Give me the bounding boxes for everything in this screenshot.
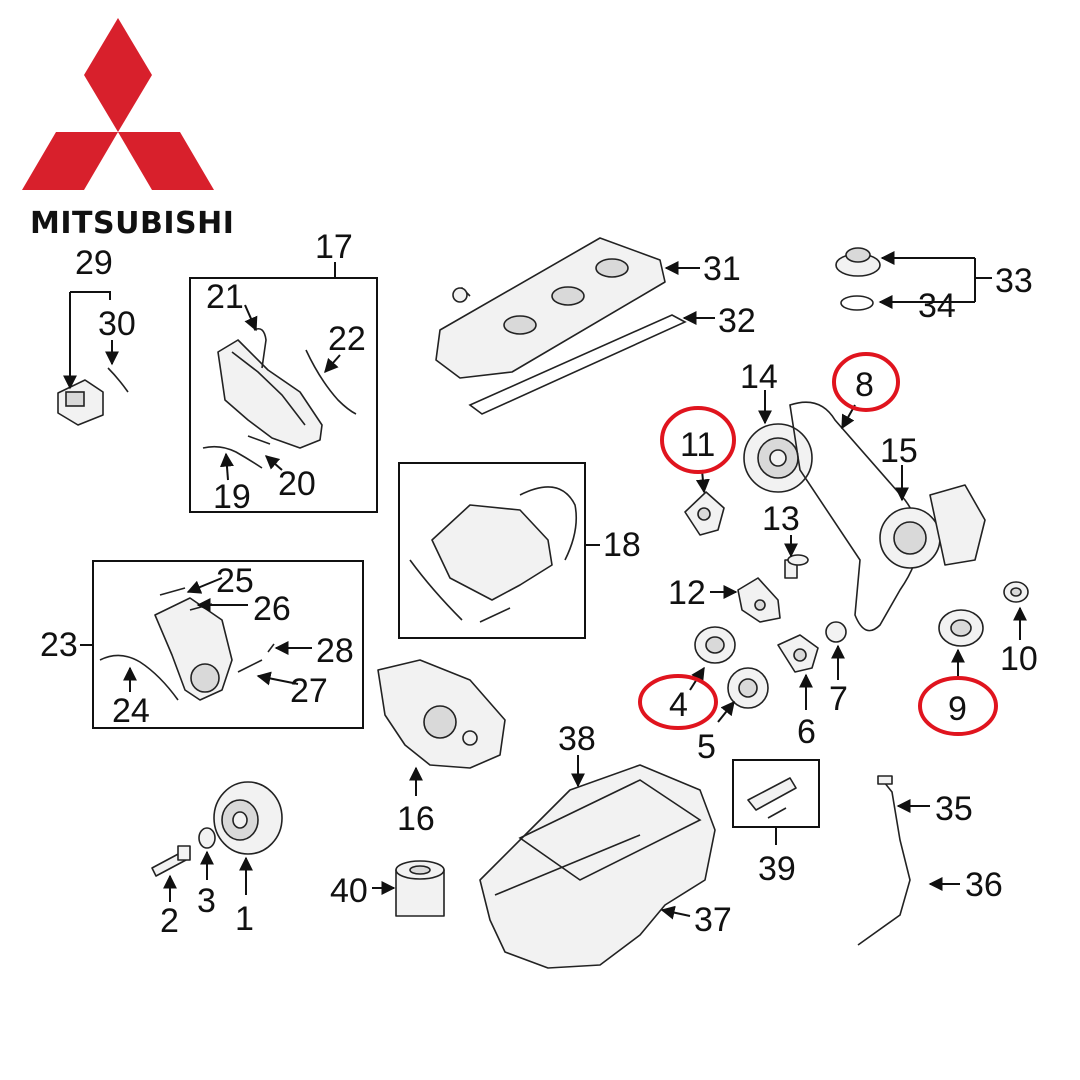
callout-40: 40 [330, 872, 368, 910]
sprocket-part-5 [727, 667, 769, 709]
highlight-circles [638, 352, 998, 736]
callout-18: 18 [603, 526, 641, 564]
callout-4: 4 [669, 686, 688, 724]
callout-38: 38 [558, 720, 596, 758]
callout-25: 25 [216, 562, 254, 600]
callout-10: 10 [1000, 640, 1038, 678]
callout-24: 24 [112, 692, 150, 730]
callout-22: 22 [328, 320, 366, 358]
callout-19: 19 [213, 478, 251, 516]
leader-lines [63, 251, 1027, 920]
hose-part-30 [107, 367, 129, 393]
callout-1: 1 [235, 900, 254, 938]
callout-33: 33 [995, 262, 1033, 300]
callout-17: 17 [315, 228, 353, 266]
callout-31: 31 [703, 250, 741, 288]
mitsubishi-logo: MITSUBISHI [22, 18, 234, 241]
callout-26: 26 [253, 590, 291, 628]
group-box-17 [189, 277, 378, 513]
tensioner-part-11 [684, 491, 725, 536]
highlight-circle-8 [832, 352, 900, 412]
oil-filter-part [395, 860, 445, 917]
callout-36: 36 [965, 866, 1003, 904]
crank-sprocket-part [879, 484, 986, 569]
crank-bolt-part [151, 845, 191, 877]
callout-34: 34 [918, 287, 956, 325]
callout-20: 20 [278, 465, 316, 503]
brand-name: MITSUBISHI [30, 206, 234, 241]
oil-pan-part [479, 764, 716, 969]
logo-diamond-left [22, 132, 118, 190]
crank-pulley-part [213, 781, 283, 855]
callout-30: 30 [98, 305, 136, 343]
valve-cover-part [435, 237, 666, 379]
sealant-kit-part [747, 777, 797, 819]
highlight-circle-4 [638, 674, 718, 730]
callout-21: 21 [206, 278, 244, 316]
callout-14: 14 [740, 358, 778, 396]
oil-cap-part [835, 247, 881, 277]
callout-12: 12 [668, 574, 706, 612]
callout-6: 6 [797, 713, 816, 751]
callout-29: 29 [75, 244, 113, 282]
callout-2: 2 [160, 902, 179, 940]
callout-11: 11 [680, 426, 715, 464]
callout-5: 5 [697, 728, 716, 766]
callout-39: 39 [758, 850, 796, 888]
bushing-part-10 [1003, 581, 1029, 603]
callout-9: 9 [948, 690, 967, 728]
callout-23: 23 [40, 626, 78, 664]
tensioner-pulley-part-6 [777, 634, 819, 673]
oil-cap-seal-part [840, 295, 874, 311]
callout-28: 28 [316, 632, 354, 670]
callout-labels: 1 2 3 4 5 6 7 8 9 10 11 12 13 14 15 16 1… [40, 228, 1038, 940]
bracket-part-12 [737, 577, 781, 623]
callout-35: 35 [935, 790, 973, 828]
callout-32: 32 [718, 302, 756, 340]
pulley-part-4 [694, 626, 736, 664]
crank-washer-part [198, 827, 216, 849]
engine-mount-part [57, 379, 104, 426]
washer-part-7 [825, 621, 847, 643]
group-box-18 [398, 462, 586, 639]
highlight-circle-9 [918, 676, 998, 736]
bolt-part-13 [784, 554, 809, 579]
callout-3: 3 [197, 882, 216, 920]
callout-16: 16 [397, 800, 435, 838]
oil-pump-part [377, 659, 506, 769]
idler-pulley-part-9 [938, 609, 984, 647]
callout-8: 8 [855, 366, 874, 404]
timing-cover-lower-part [409, 486, 578, 623]
logo-diamond-right [118, 132, 214, 190]
callout-37: 37 [694, 901, 732, 939]
dipstick-part [857, 775, 911, 946]
logo-diamond-top [84, 18, 152, 132]
callout-15: 15 [880, 432, 918, 470]
callout-27: 27 [290, 672, 328, 710]
callout-13: 13 [762, 500, 800, 538]
callout-7: 7 [829, 680, 848, 718]
highlight-circle-11 [660, 406, 736, 474]
camshaft-sprocket-part [743, 423, 813, 493]
